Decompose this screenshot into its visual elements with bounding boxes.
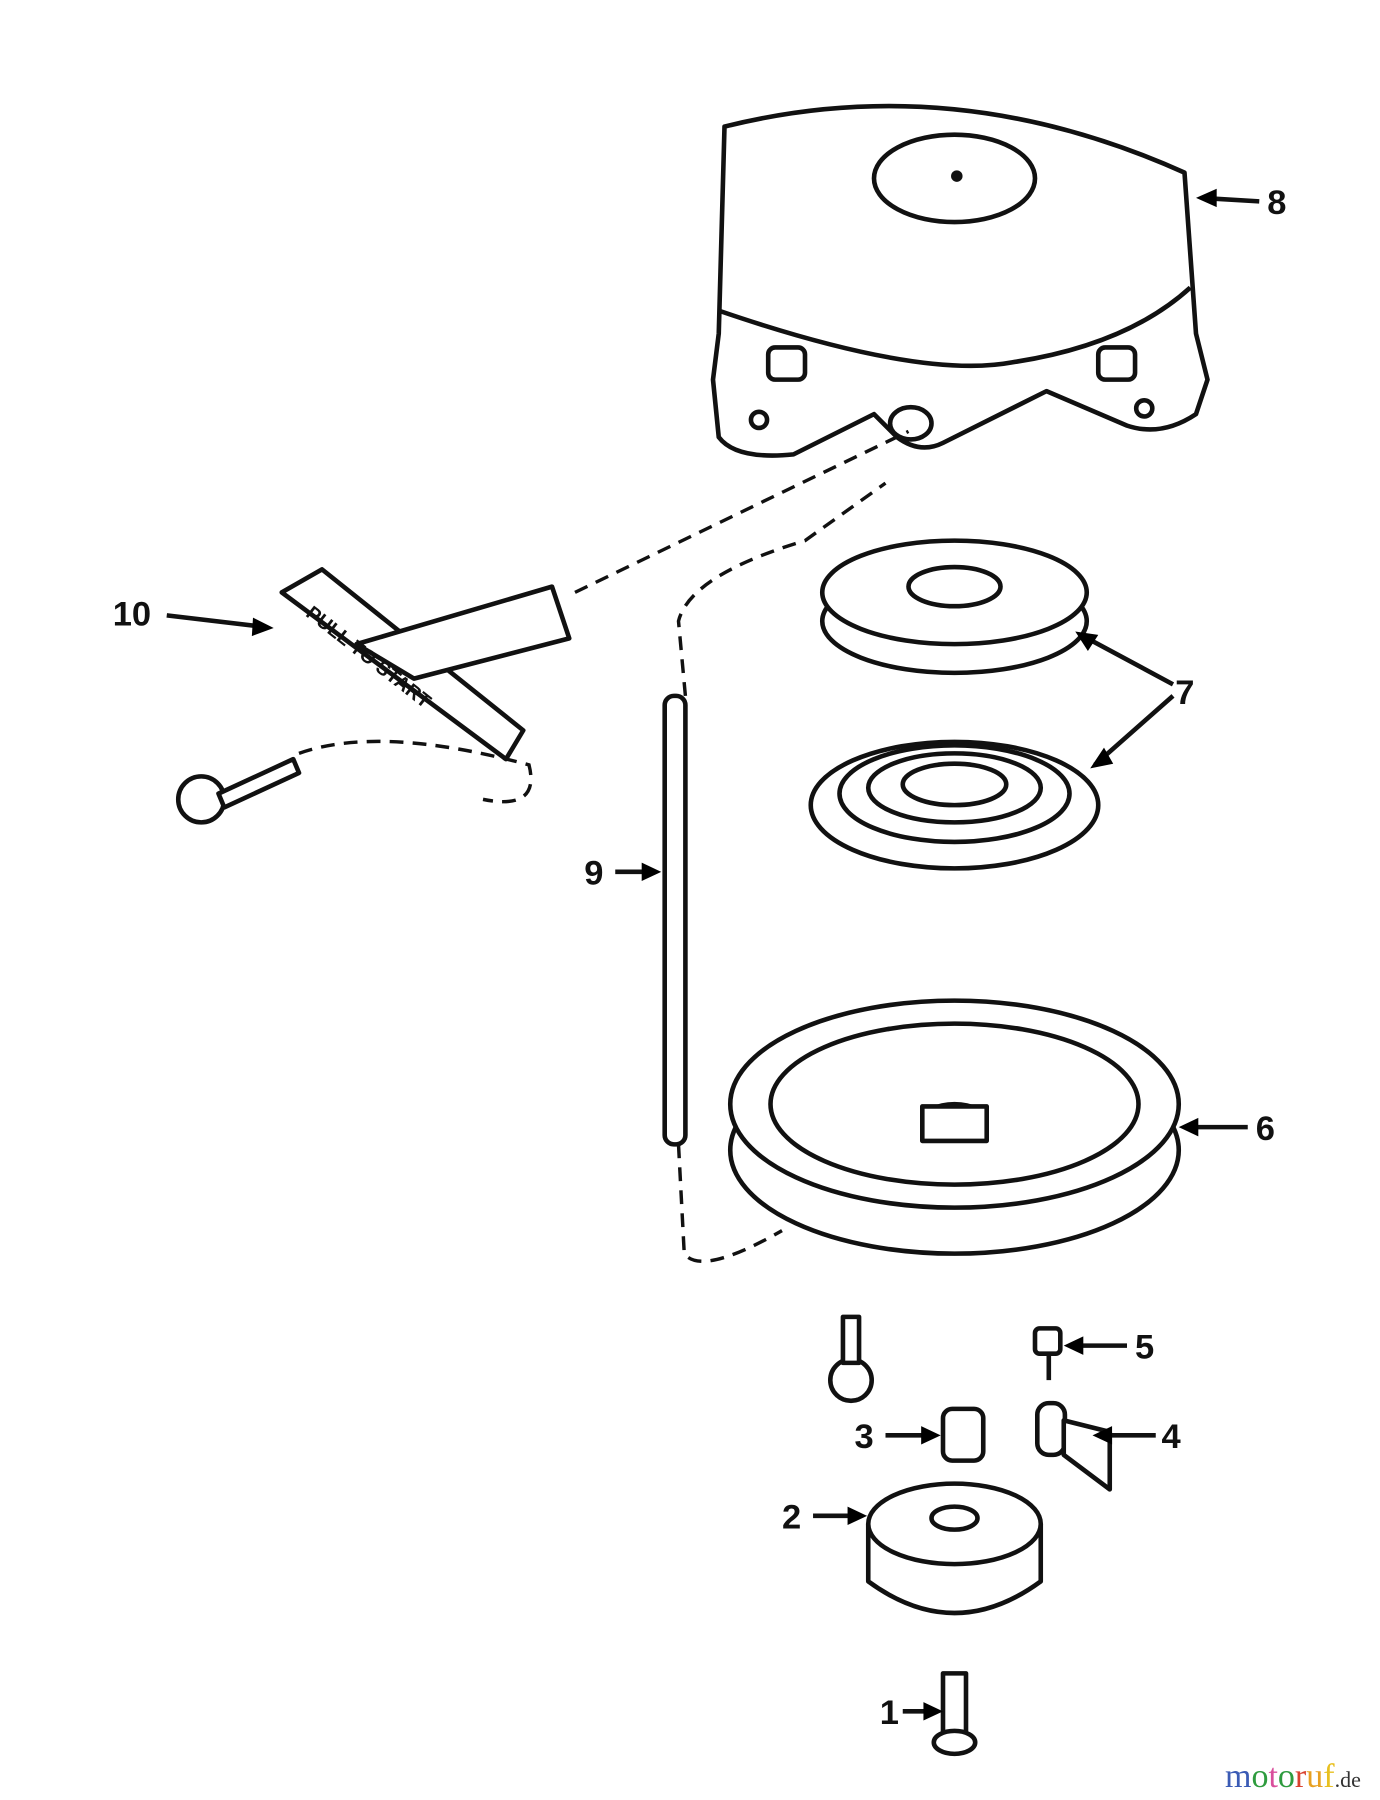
callout-6: 6 (1256, 1110, 1275, 1148)
watermark-suffix: .de (1334, 1767, 1361, 1792)
part-screw (827, 1314, 874, 1404)
callout-8: 8 (1267, 184, 1286, 222)
callout-1: 1 (880, 1694, 899, 1732)
watermark-logo: motoruf.de (1225, 1758, 1361, 1795)
callout-5: 5 (1135, 1328, 1154, 1366)
part-10-handle: PULL TO START (175, 429, 910, 825)
callout-3: 3 (854, 1418, 873, 1456)
part-4-pawl (1035, 1400, 1113, 1492)
part-7-spring-assembly (808, 538, 1101, 871)
part-5-spring (1032, 1326, 1063, 1381)
callouts: 8 10 7 9 6 5 4 3 2 1 (113, 184, 1287, 1732)
part-2-retainer (865, 1481, 1044, 1616)
part-1-screw (931, 1671, 978, 1757)
part-3-spring (940, 1406, 986, 1463)
callout-2: 2 (782, 1498, 801, 1536)
callout-10: 10 (113, 596, 151, 634)
callout-4: 4 (1162, 1418, 1181, 1456)
part-8-housing (710, 103, 1210, 458)
callout-9: 9 (584, 854, 603, 892)
part-9-rope (662, 481, 887, 1263)
part-6-pulley (727, 998, 1182, 1256)
callout-7: 7 (1175, 674, 1194, 712)
